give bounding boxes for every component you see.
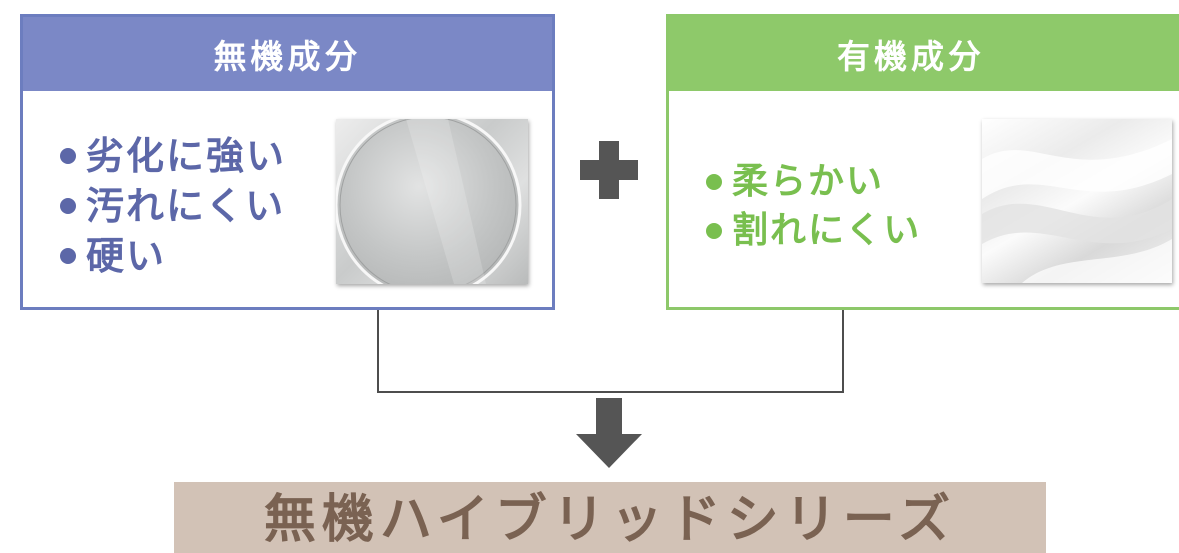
list-item: 柔らかい	[706, 157, 921, 206]
bullet-icon	[60, 198, 76, 214]
bullet-icon	[60, 148, 76, 164]
white-silk-image	[982, 119, 1172, 283]
plus-icon	[580, 141, 638, 199]
inorganic-feature-list: 劣化に強い 汚れにくい 硬い	[60, 131, 286, 281]
result-title: 無機ハイブリッドシリーズ	[263, 489, 957, 550]
list-item: 割れにくい	[706, 206, 921, 255]
bullet-icon	[706, 173, 722, 190]
organic-feature-list: 柔らかい 割れにくい	[706, 157, 921, 255]
down-arrow-icon	[576, 398, 642, 468]
feature-label: 柔らかい	[732, 160, 885, 202]
bullet-icon	[60, 248, 76, 264]
result-banner: 無機ハイブリッドシリーズ	[174, 482, 1046, 553]
list-item: 汚れにくい	[60, 181, 286, 231]
glass-lens-image	[336, 119, 528, 284]
connector-path	[377, 310, 844, 393]
list-item: 劣化に強い	[60, 131, 286, 181]
list-item: 硬い	[60, 231, 286, 281]
feature-label: 汚れにくい	[86, 183, 286, 228]
feature-label: 硬い	[86, 233, 167, 278]
organic-header: 有機成分	[669, 17, 1179, 91]
organic-component-box: 有機成分 柔らかい 割れにくい	[666, 14, 1179, 310]
feature-label: 割れにくい	[732, 209, 922, 251]
bullet-icon	[706, 222, 722, 239]
inorganic-header: 無機成分	[23, 17, 552, 91]
inorganic-component-box: 無機成分 劣化に強い 汚れにくい 硬い	[20, 14, 555, 310]
feature-label: 劣化に強い	[86, 133, 287, 178]
